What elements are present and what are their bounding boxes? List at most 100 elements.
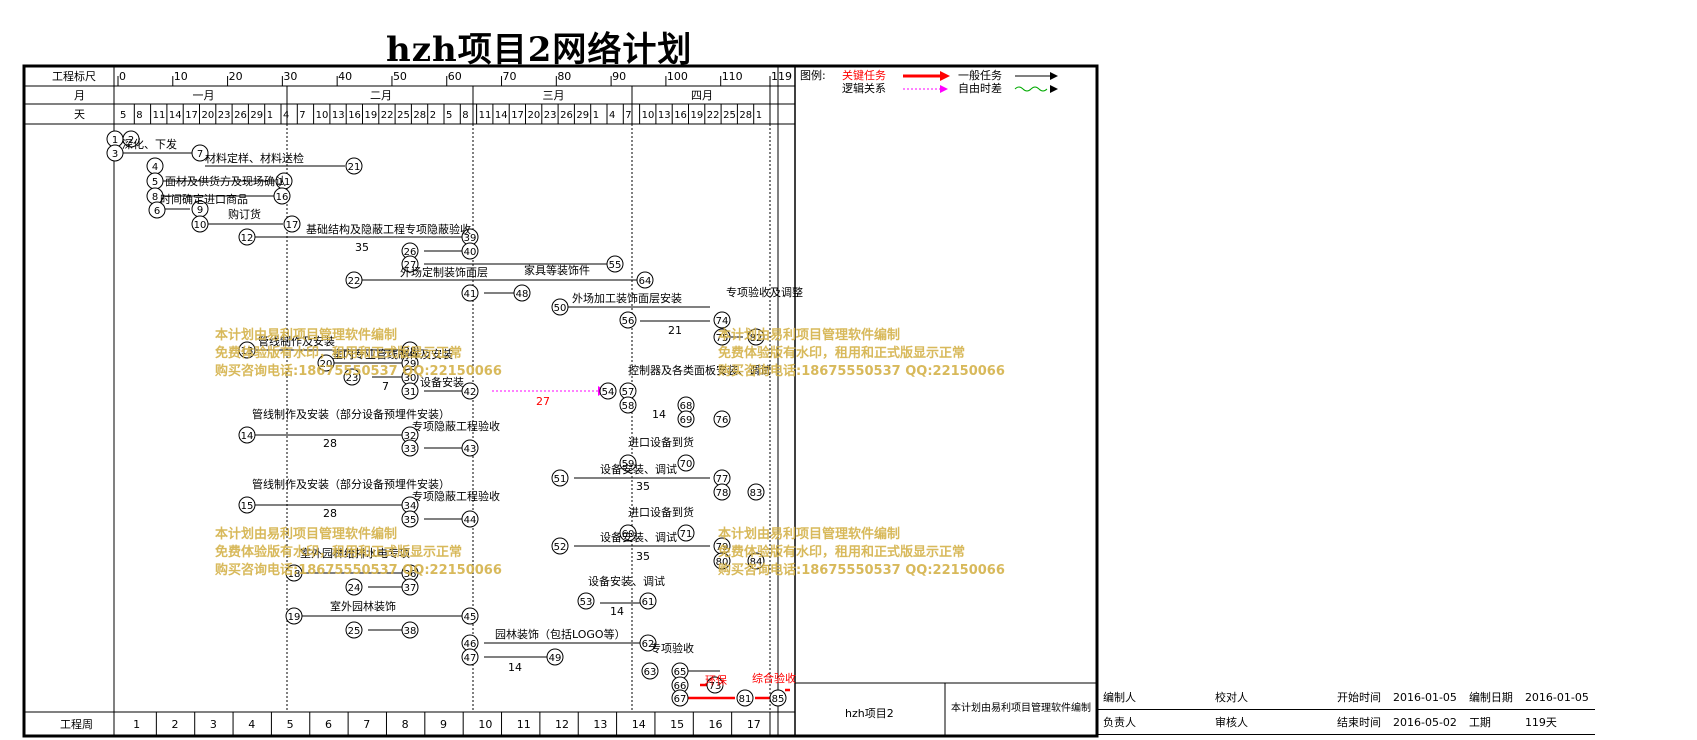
label-t23: 环保: [705, 673, 727, 687]
start-label: 开始时间: [1331, 685, 1387, 710]
week-label: 17: [747, 718, 761, 731]
node-number: 67: [674, 694, 687, 705]
node-number: 7: [197, 149, 203, 160]
node-circle: [343, 368, 361, 386]
node-circle: [747, 328, 765, 346]
node-number: 55: [609, 260, 622, 271]
node-circle: [238, 341, 256, 359]
node-circle: [713, 552, 731, 570]
main-frame: [22, 64, 1099, 738]
day-label: 11: [479, 110, 492, 121]
node-circle: [401, 621, 419, 639]
watermark-line1: 本计划由易利项目管理软件编制: [718, 328, 901, 343]
node-number: 41: [464, 289, 477, 300]
info-row-2: 负责人 审核人 结束时间 2016-05-02 工期 119天: [1097, 709, 1595, 735]
node-number: 19: [288, 612, 301, 623]
day-label: 25: [397, 110, 410, 121]
node-circle: [606, 255, 624, 273]
label-t15a: 管线制作及安装（部分设备预埋件安装）: [252, 407, 450, 421]
node-number: 66: [674, 681, 687, 692]
day-label: 26: [234, 110, 247, 121]
node-number: 47: [464, 653, 477, 664]
node-number: 20: [320, 359, 333, 370]
node-circle: [706, 676, 724, 694]
node-circle: [345, 157, 363, 175]
node-number: 82: [750, 333, 763, 344]
label-t15b: 管线制作及安装（部分设备预埋件安装）: [252, 477, 450, 491]
label-d14a: 14: [652, 408, 666, 421]
node-circle: [461, 284, 479, 302]
node-number: 61: [642, 597, 655, 608]
watermark-line2: 免费体验版有水印，租用和正式版显示正常: [718, 346, 966, 361]
day-label: 26: [560, 110, 573, 121]
scale-tick-label: 70: [503, 70, 517, 83]
legend-general-arrowhead: [1050, 72, 1058, 80]
node-circle: [677, 410, 695, 428]
legend-svg: 图例: 关键任务 一般任务 逻辑关系 自由时差: [800, 68, 1058, 95]
day-label: 13: [332, 110, 345, 121]
node-circle: [677, 454, 695, 472]
label-t19: 室外园林给排水电专项: [300, 546, 410, 560]
node-circle: [238, 426, 256, 444]
watermark-line3: 购买咨询电话:18675550537 QQ:22150066: [718, 364, 1005, 379]
node-number: 28: [404, 346, 417, 357]
node-circle: [461, 382, 479, 400]
week-label: 2: [172, 718, 179, 731]
watermark-line3: 购买咨询电话:18675550537 QQ:22150066: [718, 563, 1005, 578]
scale-tick-label: 100: [667, 70, 688, 83]
node-number: 75: [716, 333, 729, 344]
day-label: 1: [593, 110, 599, 121]
day-label: 7: [625, 110, 631, 121]
node-circle: [713, 311, 731, 329]
week-label: 7: [363, 718, 370, 731]
node-circle: [461, 648, 479, 666]
node-number: 1: [112, 135, 118, 146]
node-number: 71: [680, 529, 693, 540]
duration-value: 119天: [1518, 709, 1595, 735]
legend-float-label: 自由时差: [958, 81, 1002, 95]
owner-label: 负责人: [1097, 709, 1209, 735]
node-number: 2: [128, 135, 134, 146]
day-label: 17: [511, 110, 524, 121]
node-number: 13: [241, 346, 254, 357]
legend-title: 图例:: [800, 68, 826, 82]
legend-critical-label: 关键任务: [842, 68, 886, 82]
node-number: 37: [404, 583, 417, 594]
node-number: 59: [622, 459, 635, 470]
watermark-4: 本计划由易利项目管理软件编制 免费体验版有水印，租用和正式版显示正常 购买咨询电…: [718, 526, 1005, 580]
node-circle: [461, 242, 479, 260]
edit-date-value: 2016-01-05: [1518, 685, 1595, 710]
week-label: 16: [708, 718, 722, 731]
day-label: 2: [430, 110, 436, 121]
node-number: 40: [464, 247, 477, 258]
node-number: 46: [464, 639, 477, 650]
node-circle: [345, 621, 363, 639]
node-number: 3: [112, 149, 118, 160]
watermark-line3: 购买咨询电话:18675550537 QQ:22150066: [215, 563, 502, 578]
week-label: 15: [670, 718, 684, 731]
node-circle: [401, 382, 419, 400]
label-d35c: 35: [636, 550, 650, 563]
watermark-line2: 免费体验版有水印，租用和正式版显示正常: [215, 545, 463, 560]
scale-tick-label: 80: [557, 70, 571, 83]
node-number: 52: [554, 542, 567, 553]
node-circle: [713, 410, 731, 428]
label-d14c: 14: [508, 661, 522, 674]
label-t6: 基础结构及隐蔽工程专项隐蔽验收: [306, 222, 471, 236]
label-t9: 外场加工装饰面层安装: [572, 291, 682, 305]
label-d28a: 28: [323, 437, 337, 450]
day-label: 1: [267, 110, 273, 121]
node-circle: [677, 524, 695, 542]
day-label: 10: [642, 110, 655, 121]
node-number: 21: [348, 162, 361, 173]
label-t18b: 设备安装、调试: [600, 530, 677, 544]
label-t18a: 设备安装、调试: [600, 462, 677, 476]
week-label: 10: [478, 718, 492, 731]
label-t10: 专项验收及调整: [726, 285, 803, 299]
node-circle: [401, 439, 419, 457]
node-number: 24: [348, 583, 361, 594]
footer-project-name: hzh项目2: [845, 707, 894, 720]
node-number: 38: [404, 626, 417, 637]
node-circle: [639, 592, 657, 610]
